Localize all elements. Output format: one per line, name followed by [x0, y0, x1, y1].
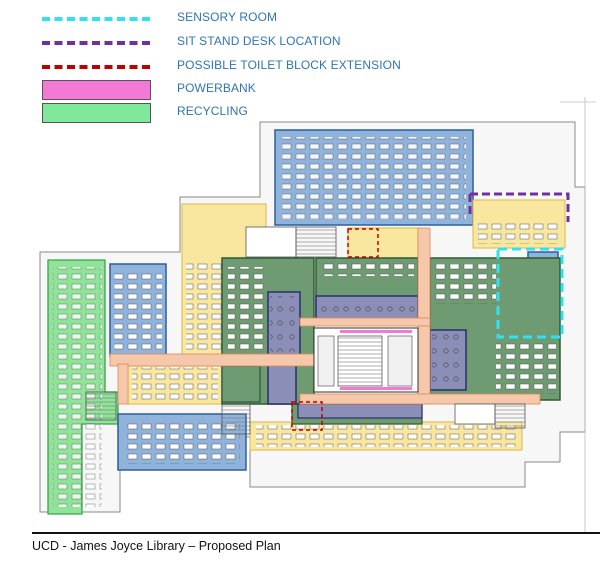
central-atrium [313, 327, 419, 393]
legend-label: RECYCLING [177, 104, 248, 118]
legend-item-powerbank: POWERBANK [0, 79, 600, 101]
legend: SENSORY ROOM SIT STAND DESK LOCATION POS… [0, 0, 600, 130]
toilet-extension-swatch [42, 65, 150, 69]
zone-yellow-middle-left [127, 363, 223, 405]
legend-item-sit-stand-desk: SIT STAND DESK LOCATION [0, 32, 600, 54]
legend-item-sensory-room: SENSORY ROOM [0, 8, 600, 30]
legend-label: POSSIBLE TOILET BLOCK EXTENSION [177, 58, 401, 72]
legend-label: SIT STAND DESK LOCATION [177, 34, 341, 48]
zone-yellow-top-right [472, 199, 566, 249]
sensory-room [496, 247, 564, 339]
powerbank-strips [340, 330, 412, 390]
sit-stand-desk-location [468, 192, 570, 222]
legend-label: SENSORY ROOM [177, 10, 278, 24]
sit-stand-desk-swatch [42, 41, 150, 45]
zone-blue-left [109, 263, 167, 357]
zone-green-left [47, 259, 119, 515]
toilet-extension [291, 228, 379, 431]
zone-yellow-center-top [347, 227, 419, 259]
sensory-room-swatch [42, 17, 150, 21]
footer-divider [32, 532, 600, 534]
zone-yellow-bottom [249, 421, 523, 451]
plan-caption: UCD - James Joyce Library – Proposed Pla… [32, 539, 281, 553]
powerbank-swatch [42, 80, 151, 100]
legend-item-toilet-extension: POSSIBLE TOILET BLOCK EXTENSION [0, 56, 600, 78]
legend-item-recycling: RECYCLING [0, 102, 600, 124]
service-cores [85, 226, 526, 435]
floor-plan [39, 97, 596, 532]
zone-blue-top [274, 129, 474, 226]
recycling-swatch [42, 103, 151, 123]
legend-label: POWERBANK [177, 81, 256, 95]
